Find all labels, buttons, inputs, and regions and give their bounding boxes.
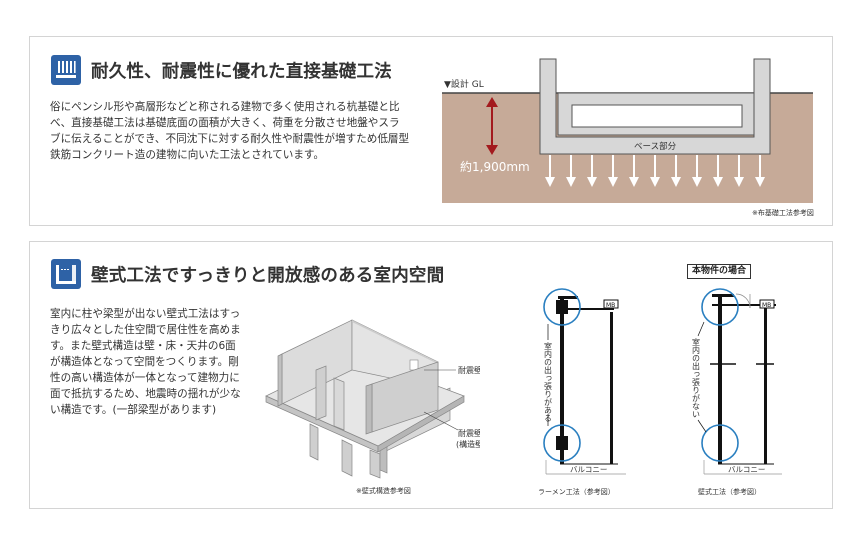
- foundation-section: 耐久性、耐震性に優れた直接基礎工法 俗にペンシル形や高層形などと称される建物で多…: [29, 36, 833, 226]
- rahmen-circle-top: [543, 288, 581, 326]
- rahmen-balcony: バルコニー: [570, 465, 607, 474]
- foundation-body: [539, 58, 771, 155]
- rahmen-mb: MB: [606, 302, 615, 309]
- depth-label: 約1,900mm: [460, 159, 530, 174]
- wall-structure-iso-diagram: 耐震壁 耐震壁 (構造壁) ※壁式構造参考図: [265, 319, 480, 495]
- wallstyle-balcony: バルコニー: [728, 465, 765, 474]
- wallstyle-circle-top: [701, 288, 739, 326]
- wallstyle-header: 本物件の場合: [687, 264, 751, 279]
- foundation-paragraph: 俗にペンシル形や高層形などと称される建物で多く使用される杭基礎と比べ、直接基礎工…: [50, 101, 410, 161]
- wall-title-row: 壁式工法ですっきりと開放感のある室内空間: [51, 259, 444, 289]
- wallstyle-circle-bottom: [701, 424, 739, 462]
- iso-caption: ※壁式構造参考図: [356, 486, 411, 495]
- gl-label: ▼設計 GL: [444, 78, 484, 90]
- foundation-icon: [51, 55, 81, 85]
- wall-structure-title: 壁式工法ですっきりと開放感のある室内空間: [91, 265, 445, 286]
- foundation-title-row: 耐久性、耐震性に優れた直接基礎工法: [51, 55, 392, 85]
- load-arrows: [545, 155, 765, 187]
- wall-label: 耐震壁: [458, 365, 480, 375]
- wall-structure-section: 壁式工法ですっきりと開放感のある室内空間 室内に柱や梁型が出ない壁式工法はすっき…: [29, 241, 833, 509]
- foundation-diagram: ▼設計 GL ベース部分 約1,900mm ※布基礎工法参考図: [442, 58, 814, 217]
- rahmen-caption: ラーメン工法（参考図）: [538, 487, 615, 496]
- wallstyle-diagram: MB バルコニー 室内の出っ張りがない 壁式工法（参考図）: [692, 288, 782, 496]
- wallstyle-vertical-label: 室内の出っ張りがない: [692, 337, 701, 418]
- rahmen-circle-bottom: [543, 424, 581, 462]
- depth-arrow: [486, 97, 498, 155]
- wallstyle-mb: MB: [762, 302, 771, 309]
- inner-slab: [571, 104, 743, 128]
- wall-structure-icon: [51, 259, 81, 289]
- base-label: ベース部分: [634, 141, 677, 152]
- rahmen-vertical-label: 室内の出っ張りがある: [544, 341, 553, 422]
- wallstyle-caption: 壁式工法（参考図）: [698, 487, 761, 496]
- foundation-title: 耐久性、耐震性に優れた直接基礎工法: [91, 61, 392, 82]
- foundation-caption: ※布基礎工法参考図: [752, 208, 814, 217]
- wall-struct-label-2: (構造壁): [456, 439, 480, 449]
- rahmen-diagram: MB バルコニー 室内の出っ張りがある ラーメン工法（参考図）: [538, 288, 626, 496]
- wall-structure-paragraph: 室内に柱や梁型が出ない壁式工法はすっきり広々とした住空間で居住性を高めます。また…: [50, 308, 241, 416]
- wall-struct-label-1: 耐震壁: [458, 428, 480, 438]
